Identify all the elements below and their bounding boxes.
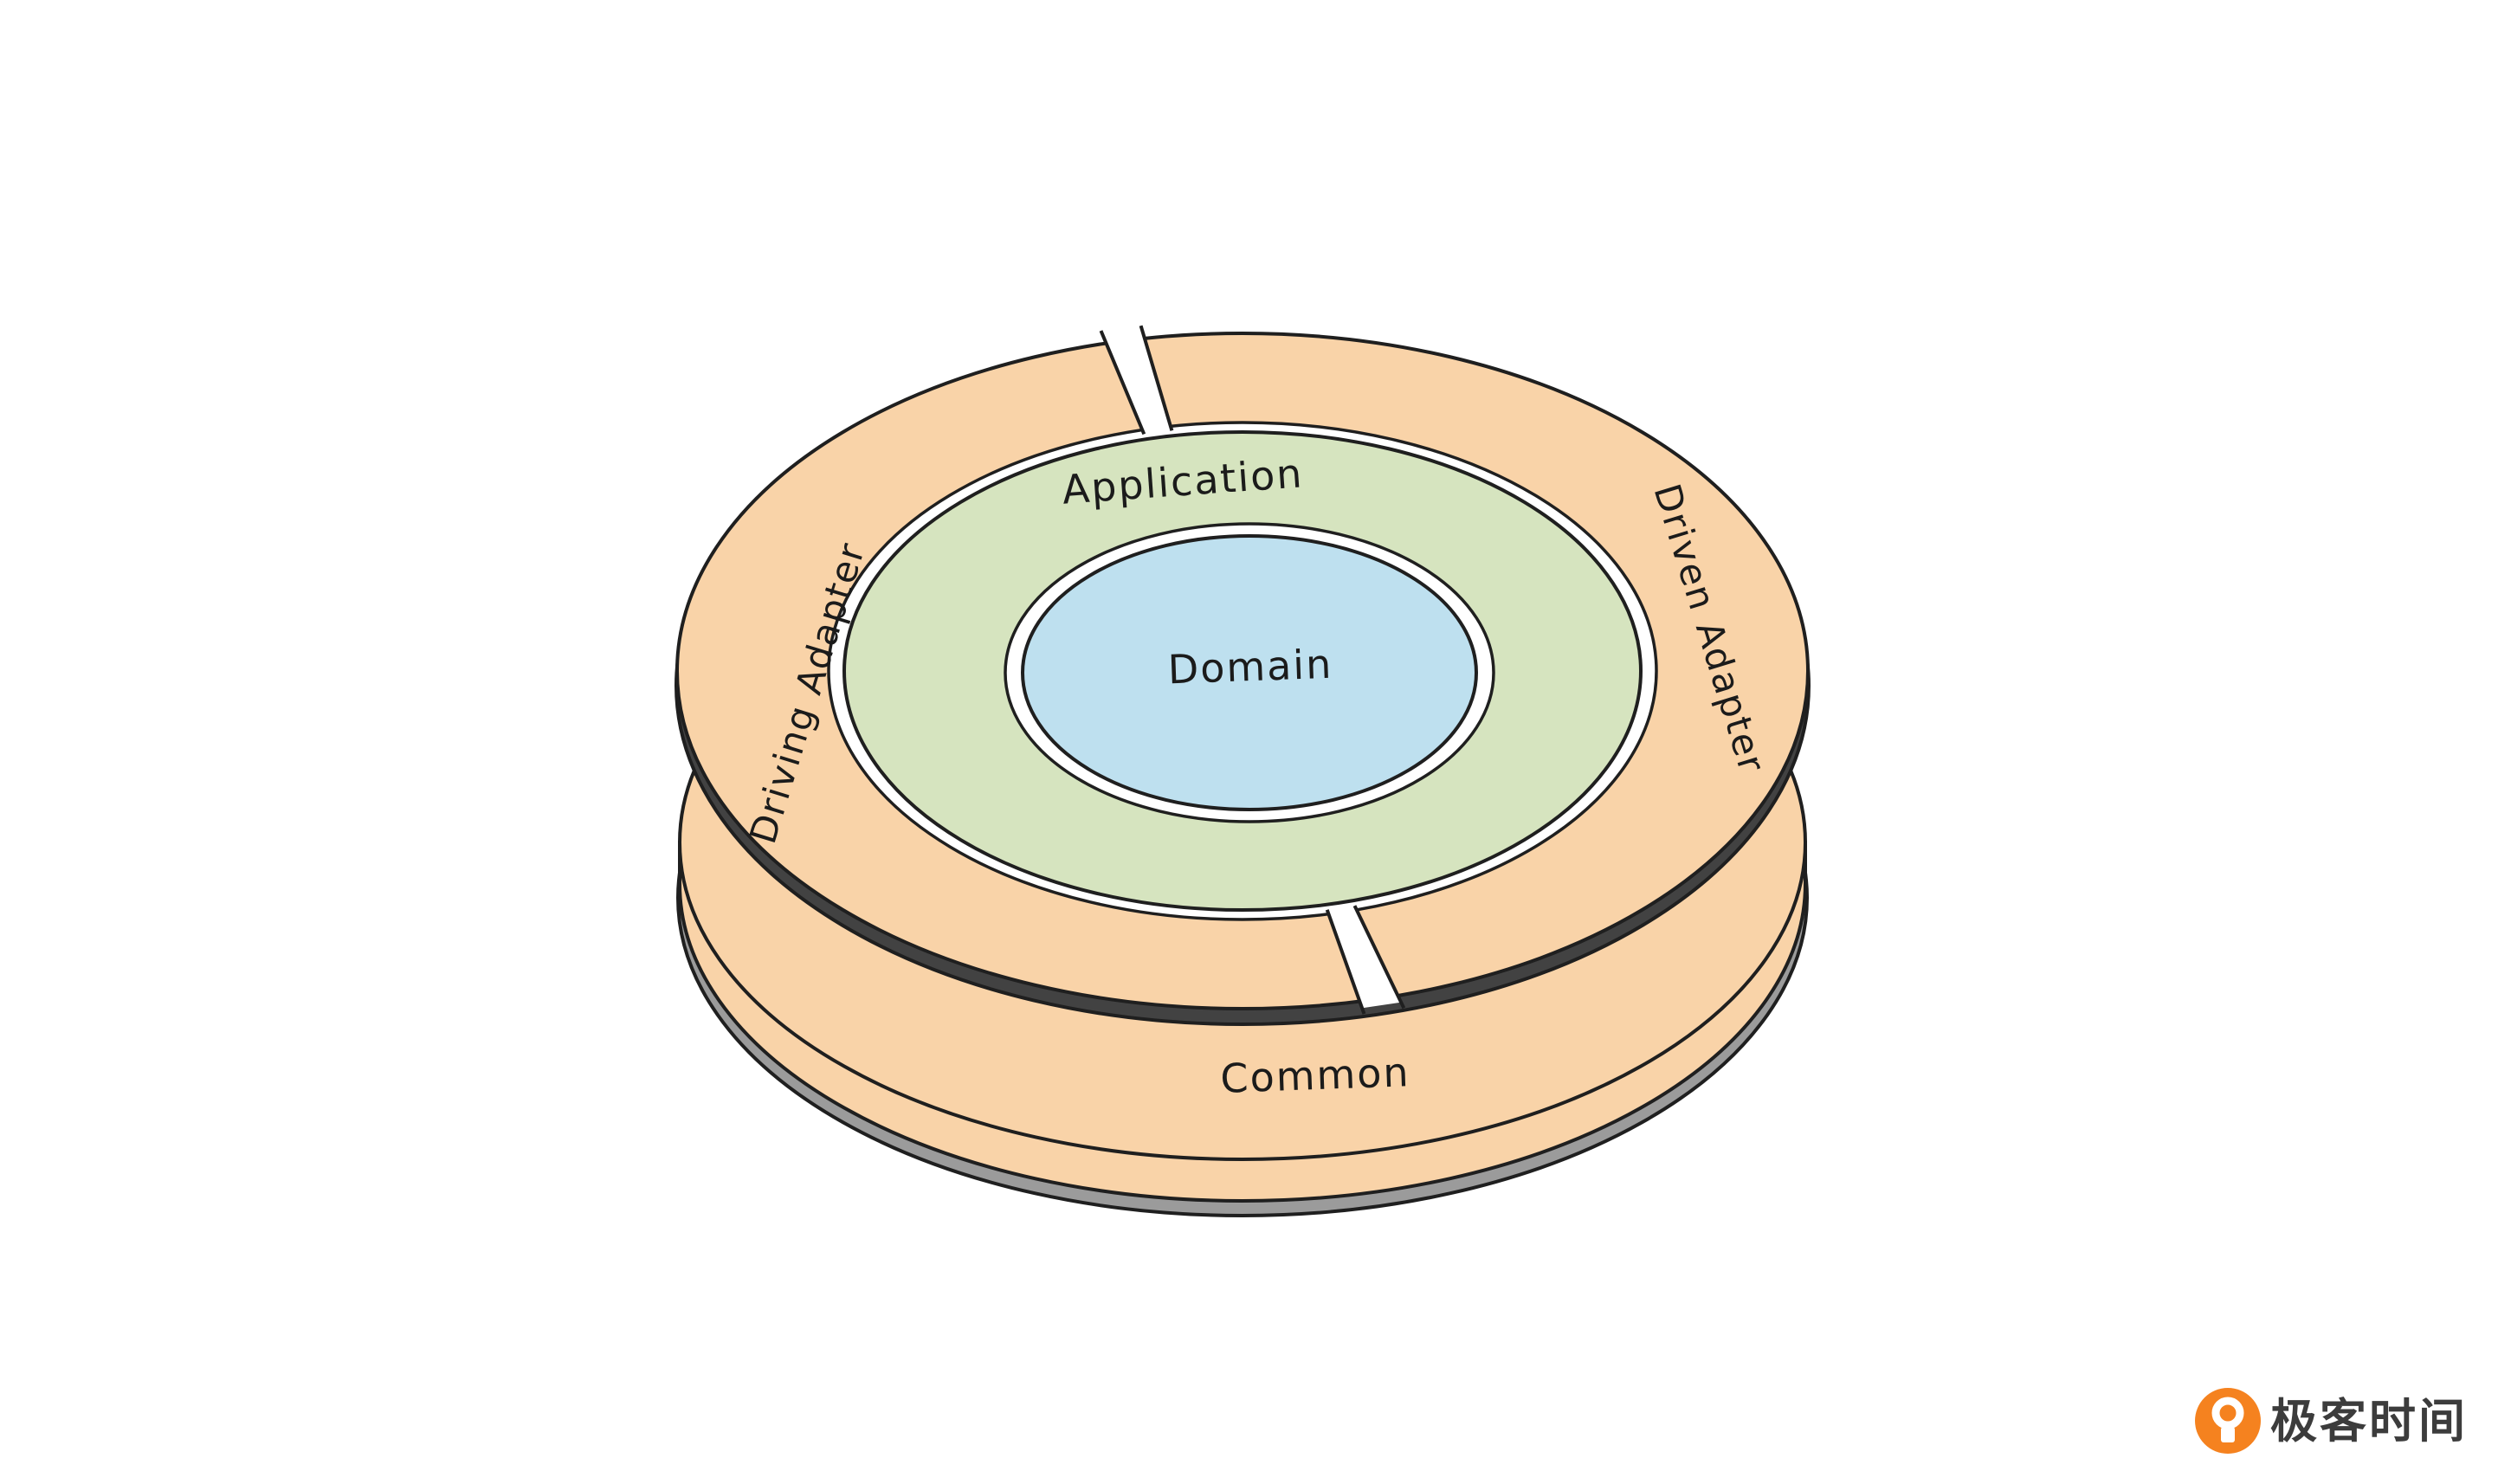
geektime-logo-text: 极客时间: [2270, 1394, 2468, 1449]
ring-divider-top: [1099, 325, 1174, 436]
label-domain: Domain: [1167, 641, 1333, 694]
ring-divider-top-edge-right: [1139, 325, 1174, 431]
geektime-logo: 极客时间: [2195, 1388, 2468, 1454]
ring-divider-bottom-channel: [1327, 906, 1402, 1009]
geektime-logo-bulb-stem: [2221, 1427, 2235, 1442]
ring-divider-bottom-edge-left: [1325, 909, 1366, 1015]
adapter-disc: Application Domain Driving Adapter Drive…: [675, 325, 1811, 1026]
ring-divider-top-edge-left: [1099, 330, 1146, 436]
ring-divider-top-channel: [1102, 332, 1172, 435]
ring-divider-bottom: [1325, 905, 1406, 1015]
domain-core: [1021, 534, 1478, 811]
label-common: Common: [1219, 1048, 1410, 1102]
geektime-logo-icon: [2195, 1388, 2261, 1454]
geektime-logo-bulb-icon: [2211, 1397, 2244, 1429]
ring-divider-bottom-edge-right: [1352, 905, 1406, 1010]
